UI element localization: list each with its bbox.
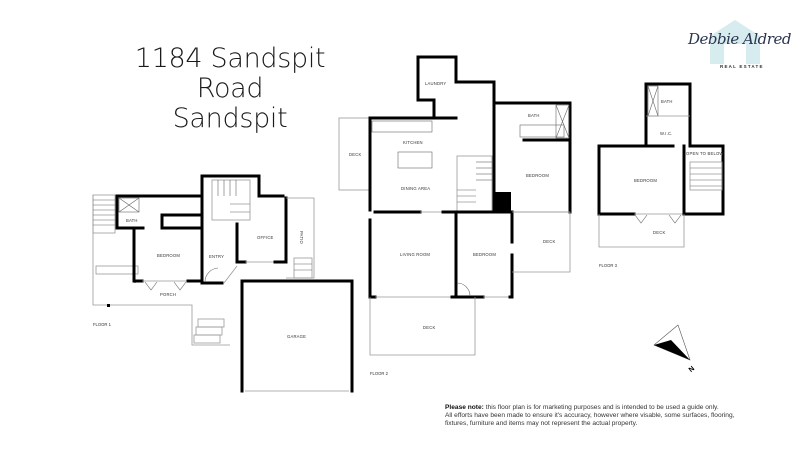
disclaimer: Please note: this floor plan is for mark… — [445, 404, 795, 428]
floor-1-plan: BATH BEDROOM ENTRY OFFICE PATIO PORCH GA… — [92, 174, 354, 393]
agency-logo: Debbie Aldred REAL ESTATE — [680, 14, 791, 76]
floor-2-label: FLOOR 2 — [370, 371, 389, 376]
room-label: ENTRY — [209, 254, 224, 259]
room-label: PORCH — [160, 292, 176, 297]
room-label: DECK — [653, 230, 665, 235]
room-label: LIVING ROOM — [400, 252, 430, 257]
disclaimer-line1: this floor plan is for marketing purpose… — [483, 404, 719, 411]
address-street: 1184 Sandspit Road — [134, 43, 326, 104]
disclaimer-lead: Please note: — [445, 404, 484, 411]
room-label: BATH — [528, 113, 540, 118]
room-label: KITCHEN — [403, 140, 423, 145]
disclaimer-line2: All efforts have been made to ensure it'… — [445, 412, 735, 419]
room-label: PATIO — [299, 231, 304, 244]
logo-tagline: REAL ESTATE — [720, 64, 764, 69]
room-label: W.I.C. — [660, 131, 673, 136]
floor-3-label: FLOOR 3 — [599, 263, 618, 268]
room-label: OPEN TO BELOW — [686, 151, 724, 156]
room-label: OFFICE — [257, 235, 274, 240]
floor-3-plan: BATH W.I.C. OPEN TO BELOW BEDROOM DECK F… — [597, 82, 725, 268]
address-suburb: Sandspit — [172, 103, 288, 134]
room-label: BEDROOM — [157, 253, 180, 258]
room-label: DINING AREA — [401, 186, 430, 191]
logo-name: Debbie Aldred — [688, 30, 791, 48]
north-arrow-icon: N — [653, 324, 696, 374]
floor-2-plan: LAUNDRY BATH KITCHEN DECK DINING AREA BE… — [338, 55, 572, 376]
property-address: 1184 Sandspit Road Sandspit — [100, 44, 360, 134]
north-label: N — [688, 365, 696, 374]
room-label: BATH — [661, 99, 673, 104]
room-label: BEDROOM — [473, 252, 496, 257]
room-label: DECK — [349, 152, 361, 157]
room-label: BEDROOM — [634, 178, 657, 183]
floor-1-label: FLOOR 1 — [93, 322, 112, 327]
room-label: BATH — [126, 218, 138, 223]
room-label: BEDROOM — [526, 173, 549, 178]
house-outline-icon — [710, 20, 760, 64]
room-label: GARAGE — [287, 334, 306, 339]
disclaimer-line3: fixtures, furniture and items may not re… — [445, 420, 638, 427]
room-label: DECK — [423, 325, 435, 330]
room-label: DECK — [543, 239, 555, 244]
room-label: LAUNDRY — [425, 81, 446, 86]
